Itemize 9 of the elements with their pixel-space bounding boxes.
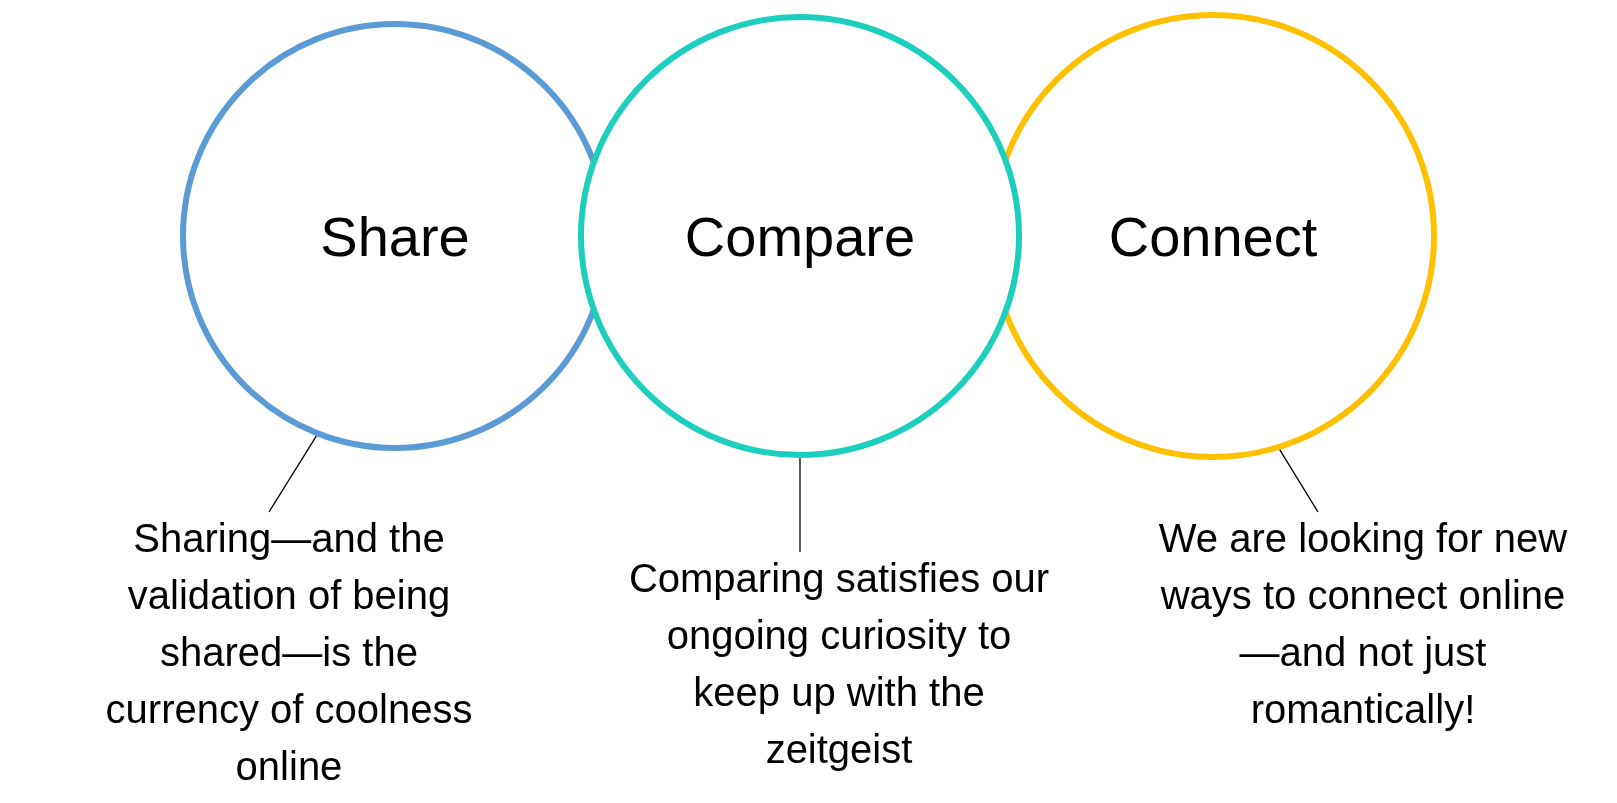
leader-line <box>268 435 317 513</box>
leader-line <box>1279 449 1319 513</box>
circle-title: Share <box>320 203 470 269</box>
description-text: Comparing satisfies our ongoing curiosity to keep up with the zeitgeist <box>627 555 1051 773</box>
description-text: We are looking for new ways to connect online—and not just romantically! <box>1158 515 1568 733</box>
circle-title: Connect <box>1108 203 1318 269</box>
description-text: Sharing—and the validation of being shared—is the currency of coolness online <box>104 515 474 790</box>
circle-title: Compare <box>684 203 916 269</box>
leader-line <box>799 457 801 553</box>
